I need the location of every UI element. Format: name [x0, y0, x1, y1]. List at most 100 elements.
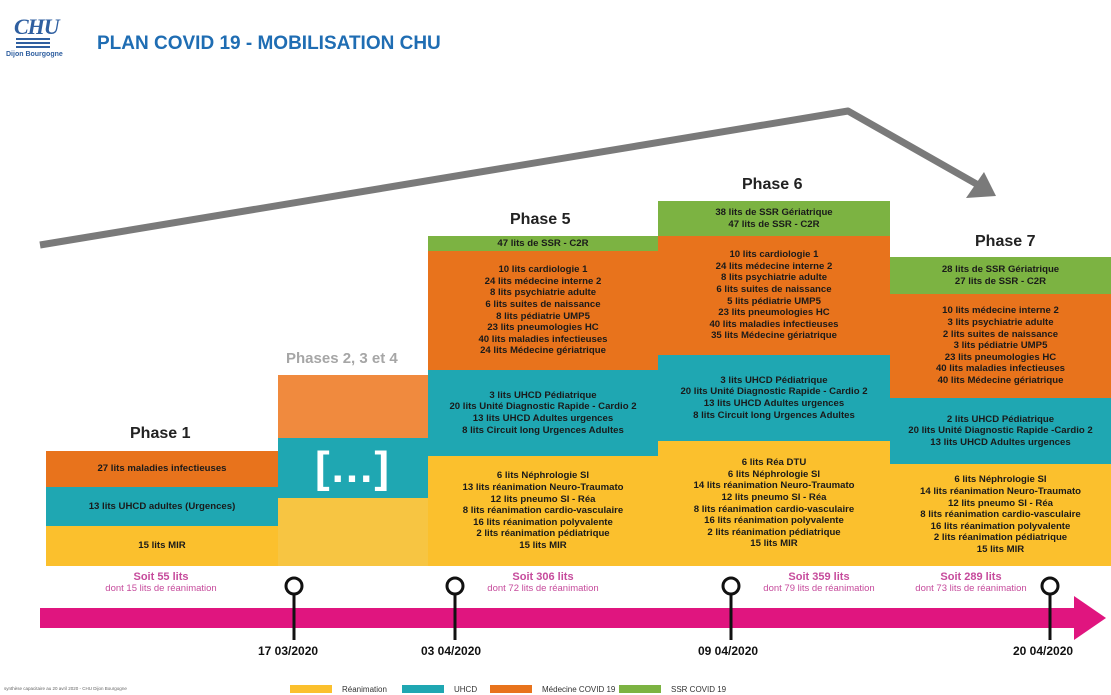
bed-line: 2 lits UHCD Pédiatrique [946, 413, 1055, 425]
legend-item-ssr: SSR COVID 19 [619, 684, 726, 694]
bed-line: 5 lits pédiatrie UMP5 [727, 295, 821, 307]
bed-line: 13 lits UHCD Adultes urgences [472, 413, 614, 424]
bed-line: 15 lits MIR [519, 539, 567, 551]
bed-line: 16 lits réanimation polyvalente [704, 515, 844, 527]
bed-line: 13 lits UHCD adultes (Urgences) [88, 500, 236, 512]
page-title: PLAN COVID 19 - MOBILISATION CHU [97, 33, 441, 54]
phase-7-summary: Soit 289 lits dont 73 lits de réanimatio… [896, 571, 1046, 594]
bed-line: 2 lits réanimation pédiatrique [476, 528, 610, 540]
legend-item-uhcd: UHCD [402, 684, 477, 694]
bed-line: 12 lits pneumo SI - Réa [490, 493, 596, 505]
bed-line: 8 lits Circuit long Urgences Adultes [462, 424, 624, 436]
trend-arrow-head [966, 172, 996, 198]
bed-line: 3 lits psychiatrie adulte [947, 317, 1054, 329]
phase-1-total: Soit 55 lits [133, 571, 189, 583]
phase-6-title: Phase 6 [742, 176, 803, 193]
bed-line: 23 lits pneumologies HC [944, 351, 1057, 363]
bed-line: 6 lits Néphrologie SI [954, 474, 1047, 486]
phase-1-title: Phase 1 [130, 425, 191, 442]
bed-line: 13 lits UHCD Adultes urgences [703, 398, 845, 409]
bed-line: 20 lits Unité Diagnostic Rapide - Cardio… [680, 386, 868, 398]
bed-line: 13 lits UHCD Adultes urgences [930, 436, 1071, 448]
phase-5-summary: Soit 306 lits dont 72 lits de réanimatio… [468, 571, 618, 594]
bed-line: 20 lits Unité Diagnostic Rapide -Cardio … [908, 425, 1093, 437]
phase-7-detail: dont 73 lits de réanimation [915, 583, 1027, 594]
bed-line: 47 lits de SSR - C2R [497, 237, 589, 249]
bed-line: 10 lits cardiologie 1 [729, 249, 819, 261]
bed-line: 20 lits Unité Diagnostic Rapide - Cardio… [449, 401, 637, 413]
logo-stripes-icon [16, 38, 50, 48]
phase-6-total: Soit 359 lits [788, 571, 850, 583]
bed-line: 3 lits pédiatrie UMP5 [953, 340, 1048, 352]
bed-line: 40 lits maladies infectieuses [478, 333, 608, 345]
timeline-date-4: 20 04/2020 [1013, 644, 1074, 658]
bed-line: 6 lits Réa DTU [741, 457, 807, 469]
bed-line: 12 lits pneumo SI - Réa [947, 497, 1054, 509]
legend-label: Médecine COVID 19 [542, 684, 616, 694]
phase-1-detail: dont 15 lits de réanimation [105, 583, 217, 594]
phase-1-summary: Soit 55 lits dont 15 lits de réanimation [86, 571, 236, 594]
timeline-marker-4 [1040, 576, 1060, 640]
bed-line: 40 lits maladies infectieuses [935, 363, 1066, 375]
bed-line: 10 lits cardiologie 1 [498, 264, 588, 276]
bed-line: 47 lits de SSR - C2R [728, 218, 820, 230]
bed-line: 40 lits maladies infectieuses [709, 318, 839, 330]
bed-line: 23 lits pneumologies HC [718, 307, 830, 319]
timeline-marker-3 [721, 576, 741, 640]
logo-subtitle: Dijon Bourgogne [6, 51, 63, 58]
phase-6-summary: Soit 359 lits dont 79 lits de réanimatio… [744, 571, 894, 594]
bed-line: 15 lits MIR [750, 538, 798, 550]
bed-line: 12 lits pneumo SI - Réa [721, 491, 827, 503]
phase-1-reanimation-block: 15 lits MIR [46, 526, 278, 566]
bed-line: 24 lits médecine interne 2 [484, 275, 602, 287]
bed-line: 8 lits psychiatrie adulte [489, 287, 597, 299]
trend-arrow-line [39, 107, 982, 249]
bed-line: 6 lits suites de naissance [485, 298, 601, 310]
bed-line: 2 lits réanimation pédiatrique [707, 526, 841, 538]
bed-line: 3 lits UHCD Pédiatrique [489, 389, 597, 401]
legend-item-reanimation: Réanimation [290, 684, 387, 694]
timeline-date-1: 17 03/2020 [258, 644, 319, 658]
bed-line: 16 lits réanimation polyvalente [473, 516, 613, 528]
legend-label: SSR COVID 19 [671, 684, 727, 694]
phase-6-detail: dont 79 lits de réanimation [763, 583, 875, 594]
bed-line: 27 lits de SSR - C2R [954, 275, 1047, 287]
phase-1-medecine-block: 27 lits maladies infectieuses [46, 451, 278, 487]
bed-line: 35 lits Médecine gériatrique [711, 330, 837, 342]
phase-234-uhcd-block [278, 438, 428, 498]
bed-line: 8 lits réanimation cardio-vasculaire [920, 509, 1081, 521]
legend-swatch [290, 685, 332, 693]
timeline-marker-2 [445, 576, 465, 640]
legend-swatch [619, 685, 661, 693]
legend-label: UHCD [454, 684, 478, 694]
legend-swatch [490, 685, 532, 693]
phase-5-title: Phase 5 [510, 211, 571, 228]
bed-line: 28 lits de SSR Gériatrique [941, 263, 1060, 275]
phase-234-title: Phases 2, 3 et 4 [286, 350, 398, 367]
timeline-date-3: 09 04/2020 [698, 644, 759, 658]
bed-line: 24 lits Médecine gériatrique [480, 345, 606, 357]
phase-234-reanimation-block [278, 498, 428, 566]
bed-line: 27 lits maladies infectieuses [97, 463, 227, 475]
bed-line: 23 lits pneumologies HC [487, 322, 599, 334]
bed-line: 16 lits réanimation polyvalente [930, 520, 1071, 532]
footnote: synthèse capacitaire au 20 avril 2020 - … [4, 686, 127, 691]
bed-line: 15 lits MIR [976, 543, 1025, 555]
phase-234-medecine-block [278, 375, 428, 438]
legend-label: Réanimation [342, 684, 387, 694]
bed-line: 38 lits de SSR Gériatrique [715, 206, 833, 218]
legend-swatch [402, 685, 444, 693]
bed-line: 6 lits Néphrologie SI [496, 470, 590, 482]
bed-line: 3 lits UHCD Pédiatrique [720, 374, 828, 386]
phase-7-title: Phase 7 [975, 233, 1036, 250]
bed-line: 13 lits réanimation Neuro-Traumato [462, 482, 624, 494]
